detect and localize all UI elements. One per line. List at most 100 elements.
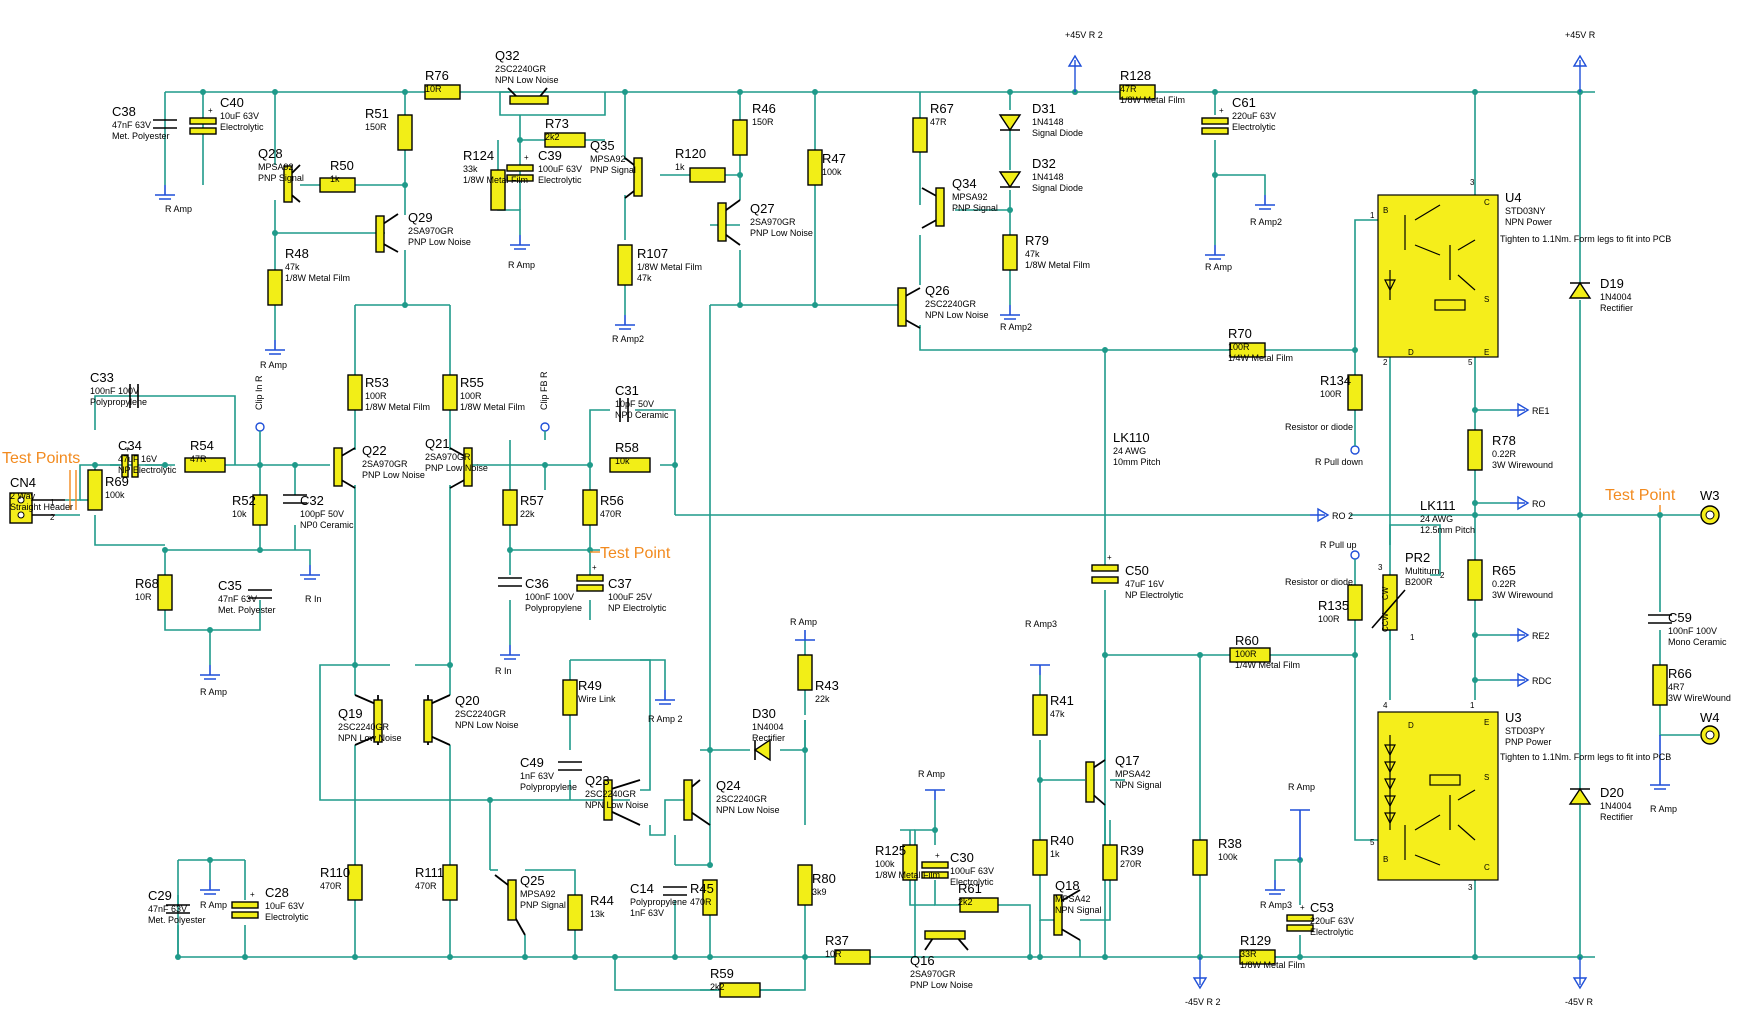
component-description: Rectifier (752, 733, 785, 743)
net-r-amp: R Amp (1650, 804, 1677, 814)
component-ref-d32: D32 (1032, 156, 1056, 171)
svg-text:C: C (1484, 198, 1490, 207)
component-value: 1N4004 (1600, 292, 1632, 302)
component-ref-q26: Q26 (925, 283, 950, 298)
component-ref-r69: R69 (105, 474, 129, 489)
net-re1: RE1 (1532, 406, 1550, 416)
net-r-amp: R Amp (1288, 782, 1315, 792)
output-terminals (1700, 505, 1720, 745)
svg-text:5: 5 (1370, 838, 1375, 847)
component-ref-u3: U3 (1505, 710, 1522, 725)
component-value: 2 Way (10, 491, 36, 501)
net-r-in: R In (305, 594, 322, 604)
component-value: 47R (1120, 84, 1137, 94)
svg-text:3: 3 (1378, 563, 1383, 572)
component-description: NPN Signal (1055, 905, 1102, 915)
component-description: 1/8W Metal Film (285, 273, 350, 283)
component-ref-q32: Q32 (495, 48, 520, 63)
component-value: 22k (520, 509, 535, 519)
component-value: 24 AWG (1420, 514, 1453, 524)
component-value: 47uF 16V (1125, 579, 1164, 589)
component-description: PNP Signal (590, 165, 636, 175)
component-value: 100k (105, 490, 125, 500)
component-ref-r110: R110 (320, 865, 350, 880)
component-value: 10pF 50V (615, 399, 654, 409)
pr2-trimmer (1371, 574, 1406, 631)
component-ref-q22: Q22 (362, 443, 387, 458)
svg-text:+: + (250, 890, 255, 899)
svg-text:S: S (1484, 295, 1489, 304)
component-value: 2k2 (545, 132, 560, 142)
component-value: 100R (460, 391, 482, 401)
component-description: NP Electrolytic (608, 603, 667, 613)
component-ref-c53: C53 (1310, 900, 1334, 915)
component-description: Met. Polyester (218, 605, 276, 615)
component-description: PNP Low Noise (750, 228, 813, 238)
component-value: 100uF 25V (608, 592, 652, 602)
component-value: 2SA970GR (362, 459, 408, 469)
svg-text:+: + (125, 445, 130, 454)
svg-text:+: + (592, 563, 597, 572)
component-ref-q23: Q23 (585, 773, 610, 788)
component-value: 100k (875, 859, 895, 869)
component-ref-r50: R50 (330, 158, 354, 173)
component-ref-r55: R55 (460, 375, 484, 390)
component-ref-c32: C32 (300, 493, 324, 508)
net-r-amp3: R Amp3 (1260, 900, 1292, 910)
component-description: NPN Signal (1115, 780, 1162, 790)
component-value: 3k9 (812, 887, 827, 897)
component-ref-c49: C49 (520, 755, 544, 770)
component-description: Mono Ceramic (1668, 637, 1727, 647)
component-description: NPN Power (1505, 217, 1552, 227)
component-value: 2SA970GR (750, 217, 796, 227)
component-ref-lk111: LK111 (1420, 498, 1456, 513)
component-value: 100R (1228, 342, 1250, 352)
component-ref-q19: Q19 (338, 706, 363, 721)
net-r-amp: R Amp (790, 617, 817, 627)
net-r-amp2: R Amp2 (1250, 217, 1282, 227)
svg-text:1: 1 (50, 498, 55, 507)
component-value: 2k2 (958, 897, 973, 907)
component-value: 24 AWG (1113, 446, 1146, 456)
component-ref-r67: R67 (930, 101, 954, 116)
component-ref-r129: R129 (1240, 933, 1271, 948)
component-ref-w3: W3 (1700, 488, 1720, 503)
component-description: Rectifier (1600, 812, 1633, 822)
component-ref-d20: D20 (1600, 785, 1624, 800)
component-value: 150R (365, 122, 387, 132)
component-ref-r43: R43 (815, 678, 839, 693)
component-value: 47uF 16V (118, 454, 157, 464)
component-ref-w4: W4 (1700, 710, 1720, 725)
component-value: 47nF 63V (218, 594, 257, 604)
component-ref-q20: Q20 (455, 693, 480, 708)
component-ref-r38: R38 (1218, 836, 1242, 851)
component-ref-c50: C50 (1125, 563, 1149, 578)
component-ref-u4: U4 (1505, 190, 1522, 205)
component-value: 2SC2240GR (925, 299, 977, 309)
svg-text:CCW: CCW (1381, 612, 1390, 632)
power-ics (1377, 194, 1499, 881)
component-description: PNP Low Noise (362, 470, 425, 480)
component-ref-q24: Q24 (716, 778, 741, 793)
component-value: MPSA92 (952, 192, 988, 202)
svg-text:2: 2 (1383, 358, 1388, 367)
rail-plus-r2: +45V R 2 (1065, 30, 1103, 40)
component-ref-c31: C31 (615, 383, 639, 398)
component-value: 1k (1050, 849, 1060, 859)
svg-text:E: E (1484, 718, 1489, 727)
component-description: NPN Low Noise (925, 310, 989, 320)
component-ref-d19: D19 (1600, 276, 1624, 291)
component-value: 470R (415, 881, 437, 891)
net-clip-in: Clip In R (254, 375, 264, 410)
component-ref-r37: R37 (825, 933, 849, 948)
component-description: B200R (1405, 577, 1433, 587)
component-ref-d30: D30 (752, 706, 776, 721)
component-value: MPSA42 (1115, 769, 1151, 779)
component-ref-c37: C37 (608, 576, 632, 591)
component-description: PNP Low Noise (910, 980, 973, 990)
component-description: 10mm Pitch (1113, 457, 1161, 467)
component-value: 1N4148 (1032, 172, 1064, 182)
component-description: NPN Low Noise (585, 800, 649, 810)
component-ref-r45: R45 (690, 881, 714, 896)
